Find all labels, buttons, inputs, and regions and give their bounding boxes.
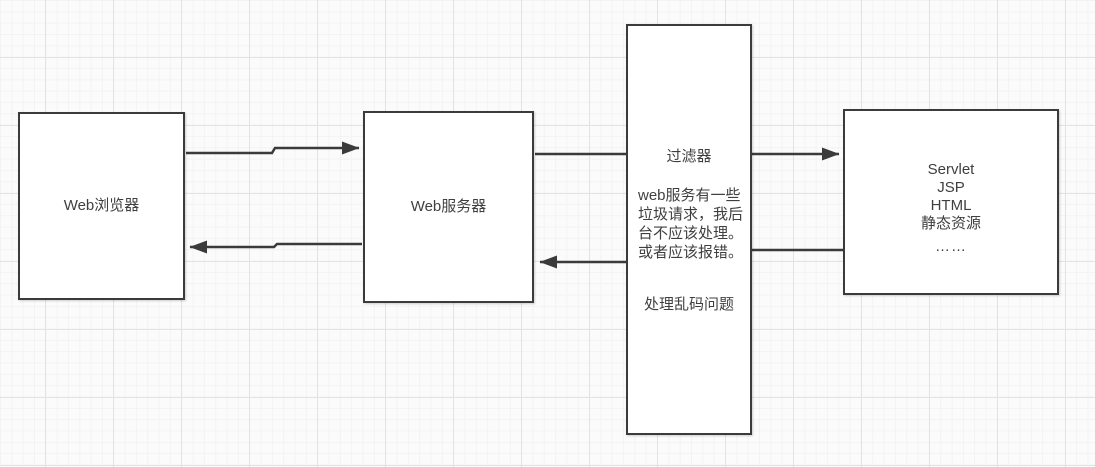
node-static-resources[interactable]: Servlet JSP HTML 静态资源 ……	[843, 109, 1059, 295]
arrow-server-to-browser[interactable]	[189, 240, 362, 254]
target-line-jsp: JSP	[937, 179, 965, 196]
node-filter-note: web服务有一些 垃圾请求，我后 台不应该处理。 或者应该报错。	[638, 187, 744, 261]
node-filter-note2: 处理乱码问题	[643, 296, 734, 313]
arrow-browser-to-server[interactable]	[186, 141, 360, 155]
node-filter[interactable]: 过滤器 web服务有一些 垃圾请求，我后 台不应该处理。 或者应该报错。 处理乱…	[626, 24, 752, 435]
node-web-server[interactable]: Web服务器	[363, 111, 534, 303]
target-line-html: HTML	[930, 197, 972, 214]
target-line-static: 静态资源	[920, 215, 981, 232]
node-web-browser-label: Web浏览器	[63, 197, 140, 214]
target-line-servlet: Servlet	[927, 161, 975, 178]
node-static-resources-label: Servlet JSP HTML 静态资源 ……	[845, 161, 1057, 256]
target-line-ellipsis: ……	[935, 238, 967, 255]
node-filter-title: 过滤器	[666, 148, 712, 165]
node-web-server-label: Web服务器	[410, 198, 487, 215]
node-web-browser[interactable]: Web浏览器	[18, 112, 185, 300]
